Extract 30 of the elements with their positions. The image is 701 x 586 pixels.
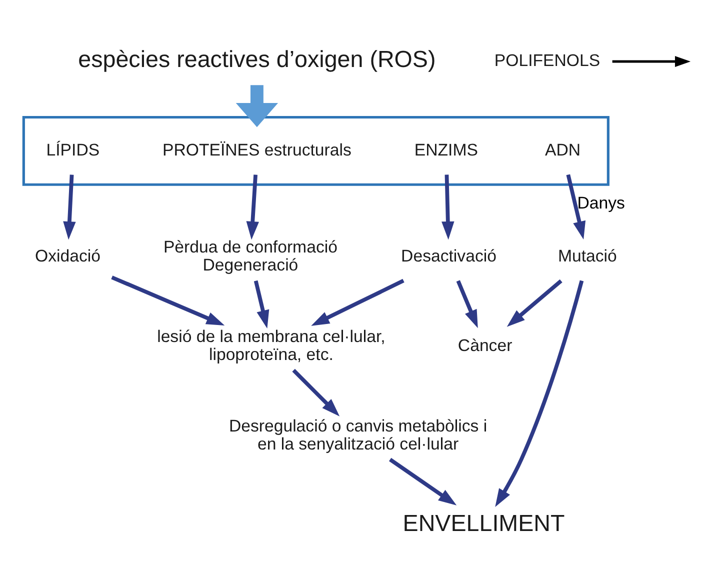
node-text: PROTEÏNES estructurals (162, 140, 352, 159)
node-text: Oxidació (34, 246, 100, 266)
node-text: espècies reactives d’oxigen (ROS) (78, 46, 436, 72)
node-text: Càncer (458, 336, 512, 355)
node-text: lesió de la membrana cel·lular, lipoproteïna, etc. (157, 326, 386, 364)
arrow (456, 280, 478, 328)
arrow (612, 56, 691, 66)
node-text: ENVELLIMENT (402, 510, 565, 536)
cluster (22, 115, 610, 186)
node-text: POLIFENOLS (494, 50, 600, 70)
node-text: Pèrdua de conformació Degeneració (163, 237, 338, 274)
arrow (566, 174, 586, 240)
node-text: LÍPIDS (46, 140, 100, 159)
arrow (292, 368, 340, 416)
edge-label: Danys (577, 192, 625, 212)
arrow (63, 174, 76, 240)
arrow (311, 278, 404, 326)
arrow (254, 280, 270, 328)
node-text: ENZIMS (414, 140, 478, 159)
arrow (246, 174, 259, 240)
node-text: Desregulació o canvis metabòlics i en la senyalització cel·lular (228, 416, 488, 454)
node-text: Desactivació (401, 246, 496, 266)
node-text: ADN (545, 140, 581, 159)
arrow (495, 280, 584, 507)
arrow (506, 278, 562, 326)
node-text: Mutació (558, 246, 617, 266)
arrow (388, 457, 457, 505)
arrow (111, 275, 225, 325)
arrow (442, 174, 454, 240)
arrow (236, 84, 278, 127)
